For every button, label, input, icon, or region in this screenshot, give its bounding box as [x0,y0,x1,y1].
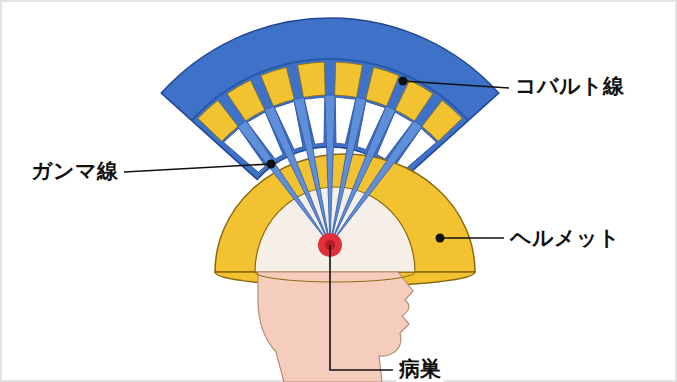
leader-dot [436,234,445,243]
gamma-beam [330,106,396,245]
leader-line [124,164,271,172]
leader-line [440,237,504,239]
head-rim [255,272,415,282]
cobalt-source [395,80,433,121]
lesion-label: 病巣 [396,356,444,382]
cobalt-source [335,62,363,97]
cobalt-source [366,67,399,106]
gamma-beam [264,106,330,245]
head-face [258,272,413,382]
cobalt-source [227,80,265,121]
leader-line [330,245,393,370]
helmet-label: ヘルメット [507,225,623,251]
leader-line [403,81,509,88]
cobalt-label: コバルト線 [512,73,627,99]
leader-dots [267,77,445,243]
gamma-label: ガンマ線 [28,158,121,184]
cobalt-source [261,67,294,106]
gamma-beams [238,95,423,245]
cobalt-source [298,62,326,97]
gamma-beam [294,97,330,245]
leader-dot [399,77,408,86]
leader-dot [267,160,276,169]
head-top [255,187,415,272]
leader-lines [124,81,509,370]
gamma-beam [330,121,422,245]
